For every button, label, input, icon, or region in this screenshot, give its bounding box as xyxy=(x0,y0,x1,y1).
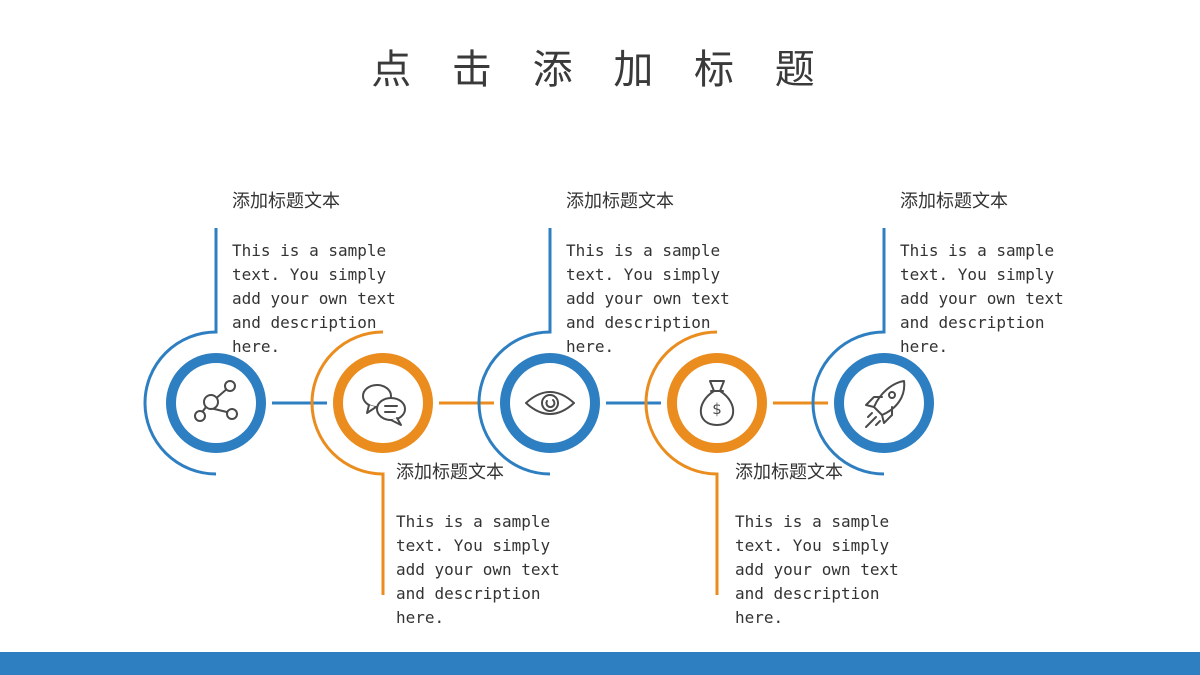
step-4-ring xyxy=(667,353,767,453)
chat-bubbles-icon xyxy=(362,384,406,426)
step-3-arc-line xyxy=(477,228,552,476)
step-1-heading: 添加标题文本 xyxy=(232,191,340,212)
molecule-icon xyxy=(194,380,238,422)
svg-text:$: $ xyxy=(712,400,722,418)
page-title: 点 击 添 加 标 题 xyxy=(371,47,829,93)
bottom-bar xyxy=(0,652,1200,675)
step-5-arc-line xyxy=(811,228,886,476)
step-2-arc-line xyxy=(310,330,385,595)
step-1-text: This is a sample text. You simply add yo… xyxy=(232,241,396,356)
step-4-arc-line xyxy=(644,330,719,595)
step-3-text: This is a sample text. You simply add yo… xyxy=(566,241,730,356)
step-2-text: This is a sample text. You simply add yo… xyxy=(396,512,560,627)
step-5-text: This is a sample text. You simply add yo… xyxy=(900,241,1064,356)
step-4-heading: 添加标题文本 xyxy=(735,462,843,483)
eye-icon xyxy=(525,391,575,415)
step-4-text: This is a sample text. You simply add yo… xyxy=(735,512,899,627)
step-3-ring xyxy=(500,353,600,453)
money-bag-icon: $ xyxy=(699,380,735,426)
step-1-arc-line xyxy=(143,228,218,476)
step-3-heading: 添加标题文本 xyxy=(566,191,674,212)
step-2-heading: 添加标题文本 xyxy=(396,462,504,483)
rocket-icon xyxy=(865,380,906,428)
step-5-heading: 添加标题文本 xyxy=(900,191,1008,212)
